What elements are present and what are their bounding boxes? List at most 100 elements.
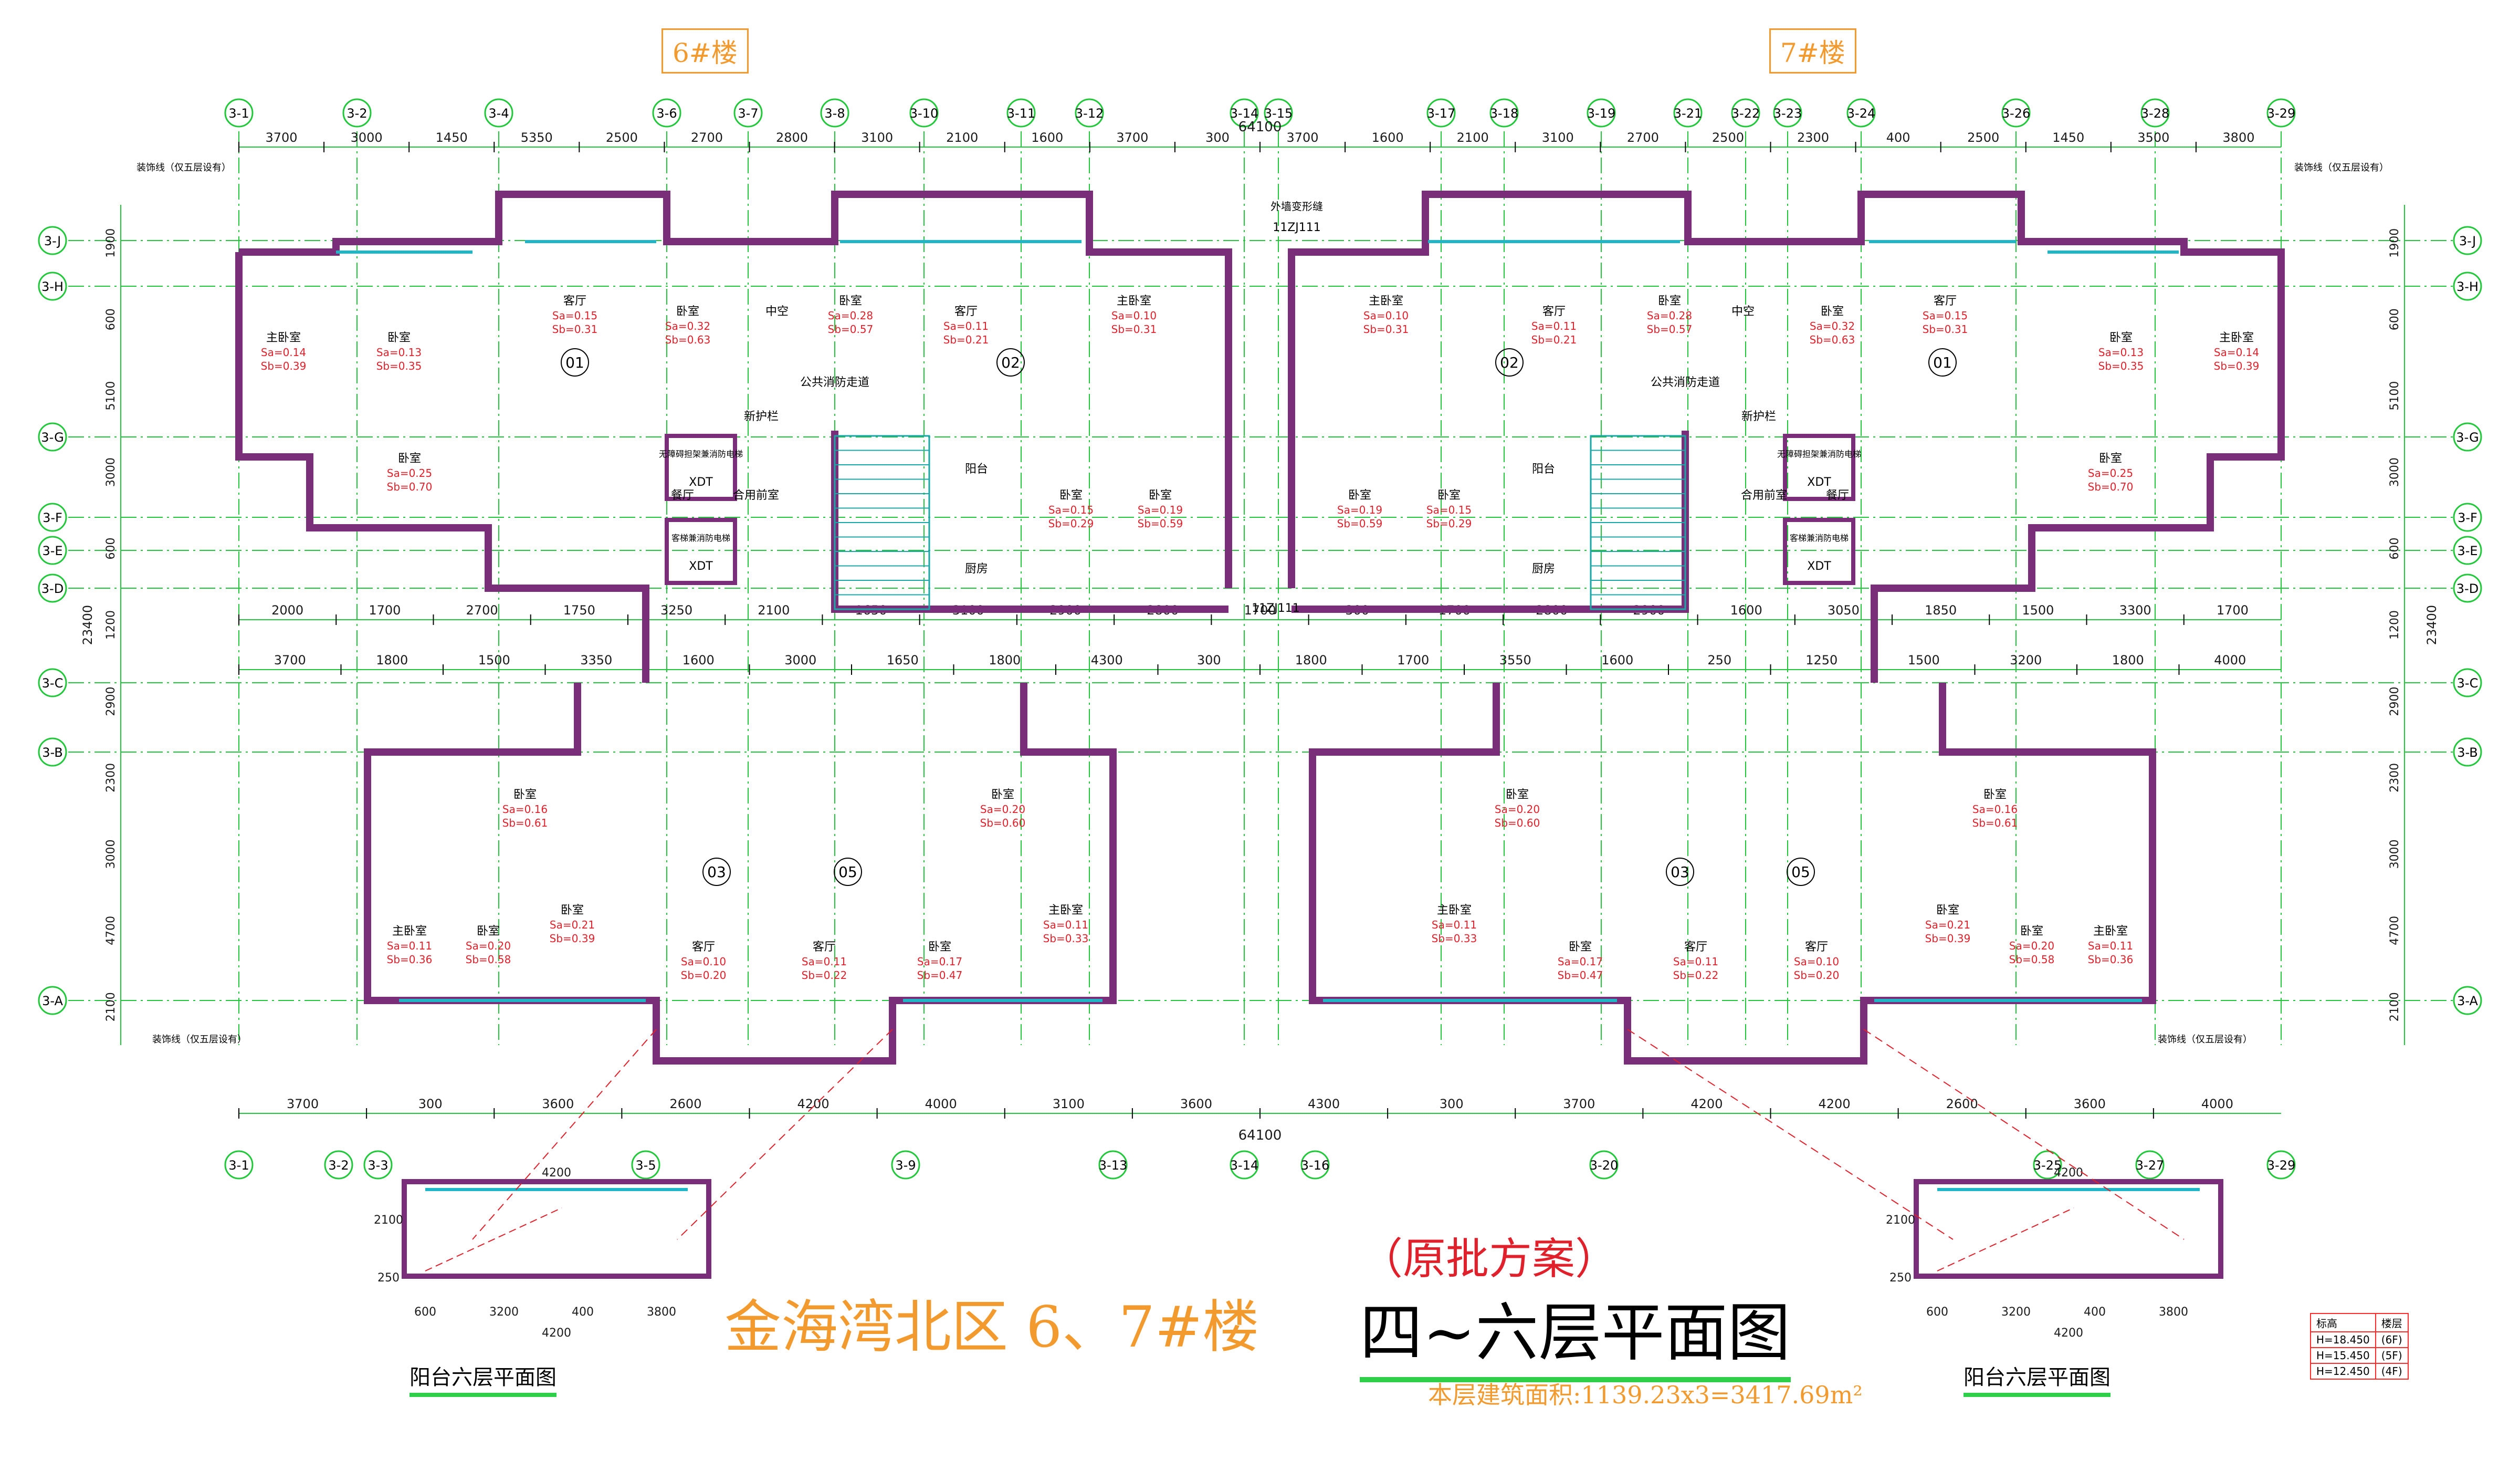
legend-elev: H=18.450: [2310, 1331, 2376, 1348]
room-sa: Sa=0.21: [1925, 919, 1970, 931]
unit-number: 05: [1791, 863, 1810, 881]
axis-bubble: [342, 98, 372, 128]
room-sb: Sb=0.61: [502, 817, 548, 829]
room-sb: Sb=0.20: [1794, 969, 1840, 982]
room-sb: Sb=0.31: [1363, 323, 1409, 336]
room-sb: Sb=0.39: [1925, 932, 1971, 945]
room-sb: Sb=0.35: [2098, 360, 2144, 372]
axis-bubble: [224, 98, 254, 128]
third-dim-value: 1250: [1805, 653, 1838, 668]
bottom-dim-value: 2600: [669, 1097, 701, 1111]
bottom-dim-value: 3700: [287, 1097, 319, 1111]
legend-floor: (4F): [2375, 1363, 2409, 1380]
third-dim-value: 1800: [2112, 653, 2144, 668]
axis-bubble: [2266, 98, 2296, 128]
room-sa: Sa=0.20: [1495, 803, 1540, 816]
top-dim-value: 5350: [521, 130, 553, 145]
room-name: 客厅: [1542, 305, 1566, 318]
room-sa: Sa=0.19: [1337, 504, 1382, 516]
overall-dim-right: 23400: [2424, 605, 2439, 645]
room-sa: Sa=0.13: [2098, 346, 2144, 359]
top-dim-value: 400: [1886, 130, 1910, 145]
axis-label: 3-15: [1264, 106, 1293, 121]
bottom-dim-value: 4200: [797, 1097, 830, 1111]
plan-title: 四~六层平面图: [1360, 1281, 1791, 1382]
axis-label: 3-26: [2002, 106, 2030, 121]
room-sa: Sa=0.10: [1111, 309, 1157, 322]
room-name: 卧室: [561, 904, 584, 917]
axis-bubble: [1075, 98, 1104, 128]
wall-6-top: [239, 191, 1232, 588]
elevator-code: XDT: [689, 476, 713, 489]
legend-header-elev: 标高: [2310, 1313, 2376, 1332]
room-sb: Sb=0.22: [1673, 969, 1719, 982]
second-dim-value: 1700: [369, 603, 401, 618]
third-dim-value: 1800: [1295, 653, 1327, 668]
axis-label: 3-18: [1490, 106, 1518, 121]
left-dim-value: 5100: [104, 381, 118, 411]
balcony-part-dim: 400: [2084, 1306, 2106, 1319]
room-sa: Sa=0.15: [1923, 309, 1968, 322]
bottom-dim-value: 2600: [1946, 1097, 1978, 1111]
balcony-outline: [1914, 1179, 2223, 1279]
project-title: 金海湾北区 6、7#楼: [724, 1295, 1259, 1360]
axis-label: 3-8: [824, 106, 845, 121]
row-axis-bubble: [38, 422, 67, 452]
row-axis-label: 3-E: [42, 544, 62, 558]
unit-number: 02: [1001, 354, 1020, 371]
row-axis-bubble: [2453, 737, 2482, 767]
top-dim-value: 3100: [1542, 130, 1574, 145]
third-dim-value: 1800: [376, 653, 408, 668]
row-axis-bubble: [38, 536, 67, 565]
axis-bubble: [2001, 98, 2031, 128]
axis-label: 3-13: [1099, 1158, 1127, 1173]
top-dim-value: 2500: [1712, 130, 1744, 145]
balcony-part-dim: 600: [1926, 1306, 1948, 1319]
axis-bubble: [652, 98, 681, 128]
room-sb: Sb=0.33: [1043, 932, 1089, 945]
elevator: [1783, 518, 1855, 585]
room-sb: Sb=0.39: [550, 932, 595, 945]
row-axis-bubble: [2453, 272, 2482, 301]
row-axis-bubble: [2453, 422, 2482, 452]
axis-bubble: [1300, 1150, 1330, 1180]
room-name: 卧室: [1506, 788, 1529, 801]
axis-label: 3-2: [346, 106, 367, 121]
unit-number: 03: [707, 863, 726, 881]
room-sa: Sa=0.11: [802, 955, 847, 968]
right-dim-value: 3000: [2388, 839, 2401, 869]
bottom-dim-value: 3700: [1563, 1097, 1595, 1111]
axis-bubble: [820, 98, 849, 128]
bottom-dim-value: 300: [1440, 1097, 1464, 1111]
room-sb: Sb=0.58: [466, 953, 511, 966]
axis-bubble: [2135, 1150, 2165, 1180]
room-sa: Sa=0.11: [387, 940, 432, 952]
axis-label: 3-5: [635, 1158, 656, 1173]
elevator-label: 客梯兼消防电梯: [1790, 533, 1849, 543]
axis-label: 3-22: [1731, 106, 1760, 121]
building-tag-6: 6#楼: [662, 28, 749, 74]
room-generic: 阳台: [1532, 463, 1555, 476]
top-dim-value: 2700: [1627, 130, 1659, 145]
room-sb: Sb=0.57: [828, 323, 874, 336]
room-generic: 餐厅: [671, 489, 694, 502]
room-name: 卧室: [1569, 941, 1592, 954]
room-sb: Sb=0.35: [376, 360, 422, 372]
right-dim-value: 1200: [2388, 610, 2401, 640]
room-name: 卧室: [1149, 489, 1172, 502]
balcony-height-dim: 250: [1889, 1271, 1912, 1285]
right-dim-value: 600: [2388, 308, 2401, 330]
room-sb: Sb=0.58: [2009, 953, 2055, 966]
elevator-code: XDT: [1807, 476, 1831, 489]
wall-6-bottom: [364, 683, 1117, 1065]
axis-label: 3-1: [228, 1158, 249, 1173]
left-dim-value: 1900: [104, 228, 118, 258]
decor-note: 装饰线（仅五层设有）: [2158, 1034, 2252, 1045]
room-generic: 厨房: [1532, 562, 1555, 576]
room-name: 客厅: [1684, 941, 1707, 954]
level-legend: 标高楼层 H=18.450(6F) H=15.450(5F) H=12.450(…: [2310, 1313, 2409, 1380]
row-axis-label: 3-D: [2456, 581, 2479, 596]
third-dim-value: 1600: [1601, 653, 1633, 668]
room-sa: Sa=0.16: [502, 803, 548, 816]
right-dim-value: 4700: [2388, 916, 2401, 945]
